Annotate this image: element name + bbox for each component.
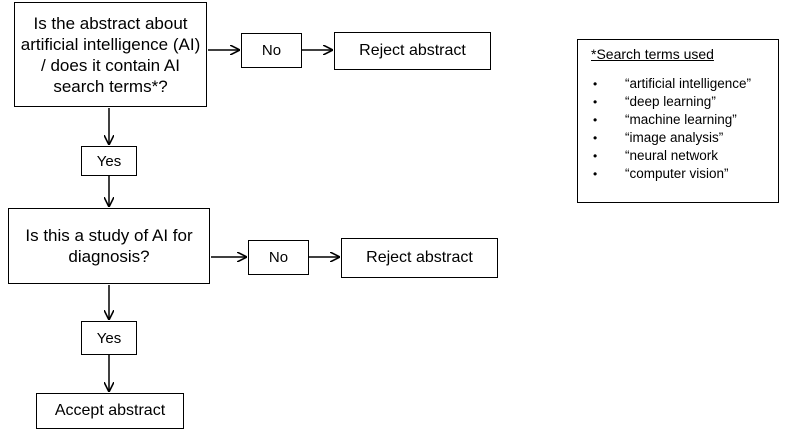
reject-1-box: Reject abstract [334,32,491,70]
bullet-icon: • [593,77,598,91]
search-term-item: • “machine learning” [591,111,778,129]
question-1-box: Is the abstract about artificial intelli… [14,2,207,107]
reject-2-text: Reject abstract [366,249,473,266]
search-term-text: “computer vision” [625,166,729,181]
accept-text: Accept abstract [54,402,166,419]
search-term-item: • “deep learning” [591,93,778,111]
search-terms-box: *Search terms used • “artificial intellig… [577,39,779,203]
question-2-box: Is this a study of AI for diagnosis? [8,208,210,284]
yes-1-text: Yes [96,152,122,170]
yes-2-text: Yes [96,329,122,347]
search-term-item: • “image analysis” [591,129,778,147]
reject-1-text: Reject abstract [359,42,466,59]
bullet-icon: • [593,149,598,163]
search-terms-title: *Search terms used [591,46,714,62]
no-1-text: No [261,42,282,59]
no-2-box: No [248,240,309,275]
bullet-icon: • [593,167,598,181]
search-term-text: “deep learning” [625,94,716,109]
search-term-item: • “artificial intelligence” [591,75,778,93]
no-1-box: No [241,33,302,68]
accept-box: Accept abstract [36,393,184,429]
yes-2-box: Yes [81,321,137,355]
bullet-icon: • [593,131,598,145]
search-term-item: • “neural network [591,147,778,165]
question-2-text: Is this a study of AI for diagnosis? [25,226,193,266]
search-term-item: • “computer vision” [591,165,778,183]
no-2-text: No [268,249,289,266]
search-term-text: “neural network [625,148,719,163]
search-terms-list: • “artificial intelligence” • “deep learni… [591,75,778,183]
yes-1-box: Yes [81,146,137,176]
bullet-icon: • [593,95,598,109]
search-term-text: “image analysis” [625,130,724,145]
question-1-text: Is the abstract about artificial intelli… [20,13,201,96]
search-term-text: “machine learning” [625,112,737,127]
search-term-text: “artificial intelligence” [625,76,752,91]
bullet-icon: • [593,113,598,127]
reject-2-box: Reject abstract [341,238,498,278]
